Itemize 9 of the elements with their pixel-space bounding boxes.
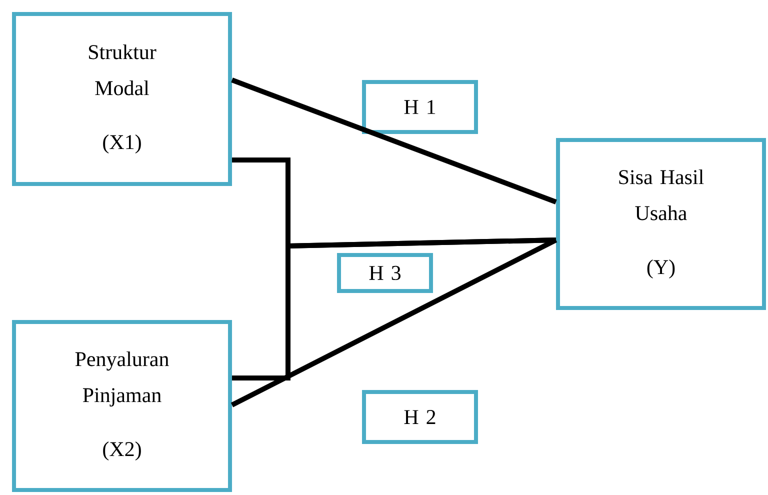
hypothesis-box: H 3 xyxy=(337,253,433,293)
connector-line xyxy=(232,238,556,380)
hypothesis-box: H 2 xyxy=(362,390,478,444)
variable-box: Sisa Hasil Usaha (Y) xyxy=(556,138,766,310)
connector-line xyxy=(230,238,558,408)
variable-box: Penyaluran Pinjaman (X2) xyxy=(12,320,232,492)
hypothesis-box: H 1 xyxy=(362,80,478,134)
variable-box: Struktur Modal (X1) xyxy=(12,12,232,186)
connector-line xyxy=(231,78,557,204)
